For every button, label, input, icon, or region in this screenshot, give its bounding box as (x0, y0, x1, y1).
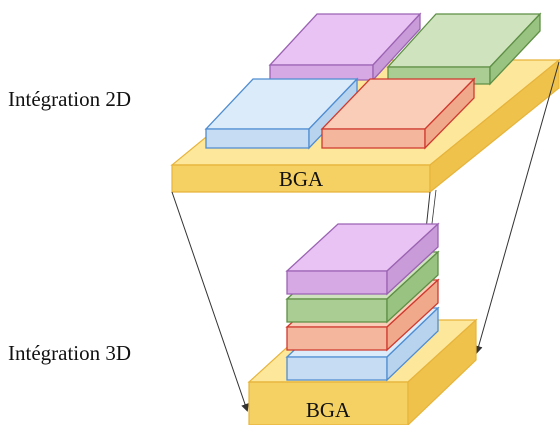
die-3d-purple (285, 222, 440, 296)
die-2d-salmon (320, 77, 476, 150)
bga-3d-front-face (248, 381, 409, 425)
label-integration-2d: Intégration 2D (8, 87, 131, 111)
label-bga-2d: BGA (279, 167, 324, 191)
bga-2d-side-face (429, 58, 560, 194)
arrow-right (474, 61, 560, 354)
label-bga-3d: BGA (306, 398, 351, 422)
die-2d-purple (268, 12, 422, 82)
die-2d-green (386, 12, 542, 86)
label-integration-3d: Intégration 3D (8, 341, 131, 365)
arrow-left (171, 191, 249, 412)
bga-3d-side-face (407, 318, 477, 425)
